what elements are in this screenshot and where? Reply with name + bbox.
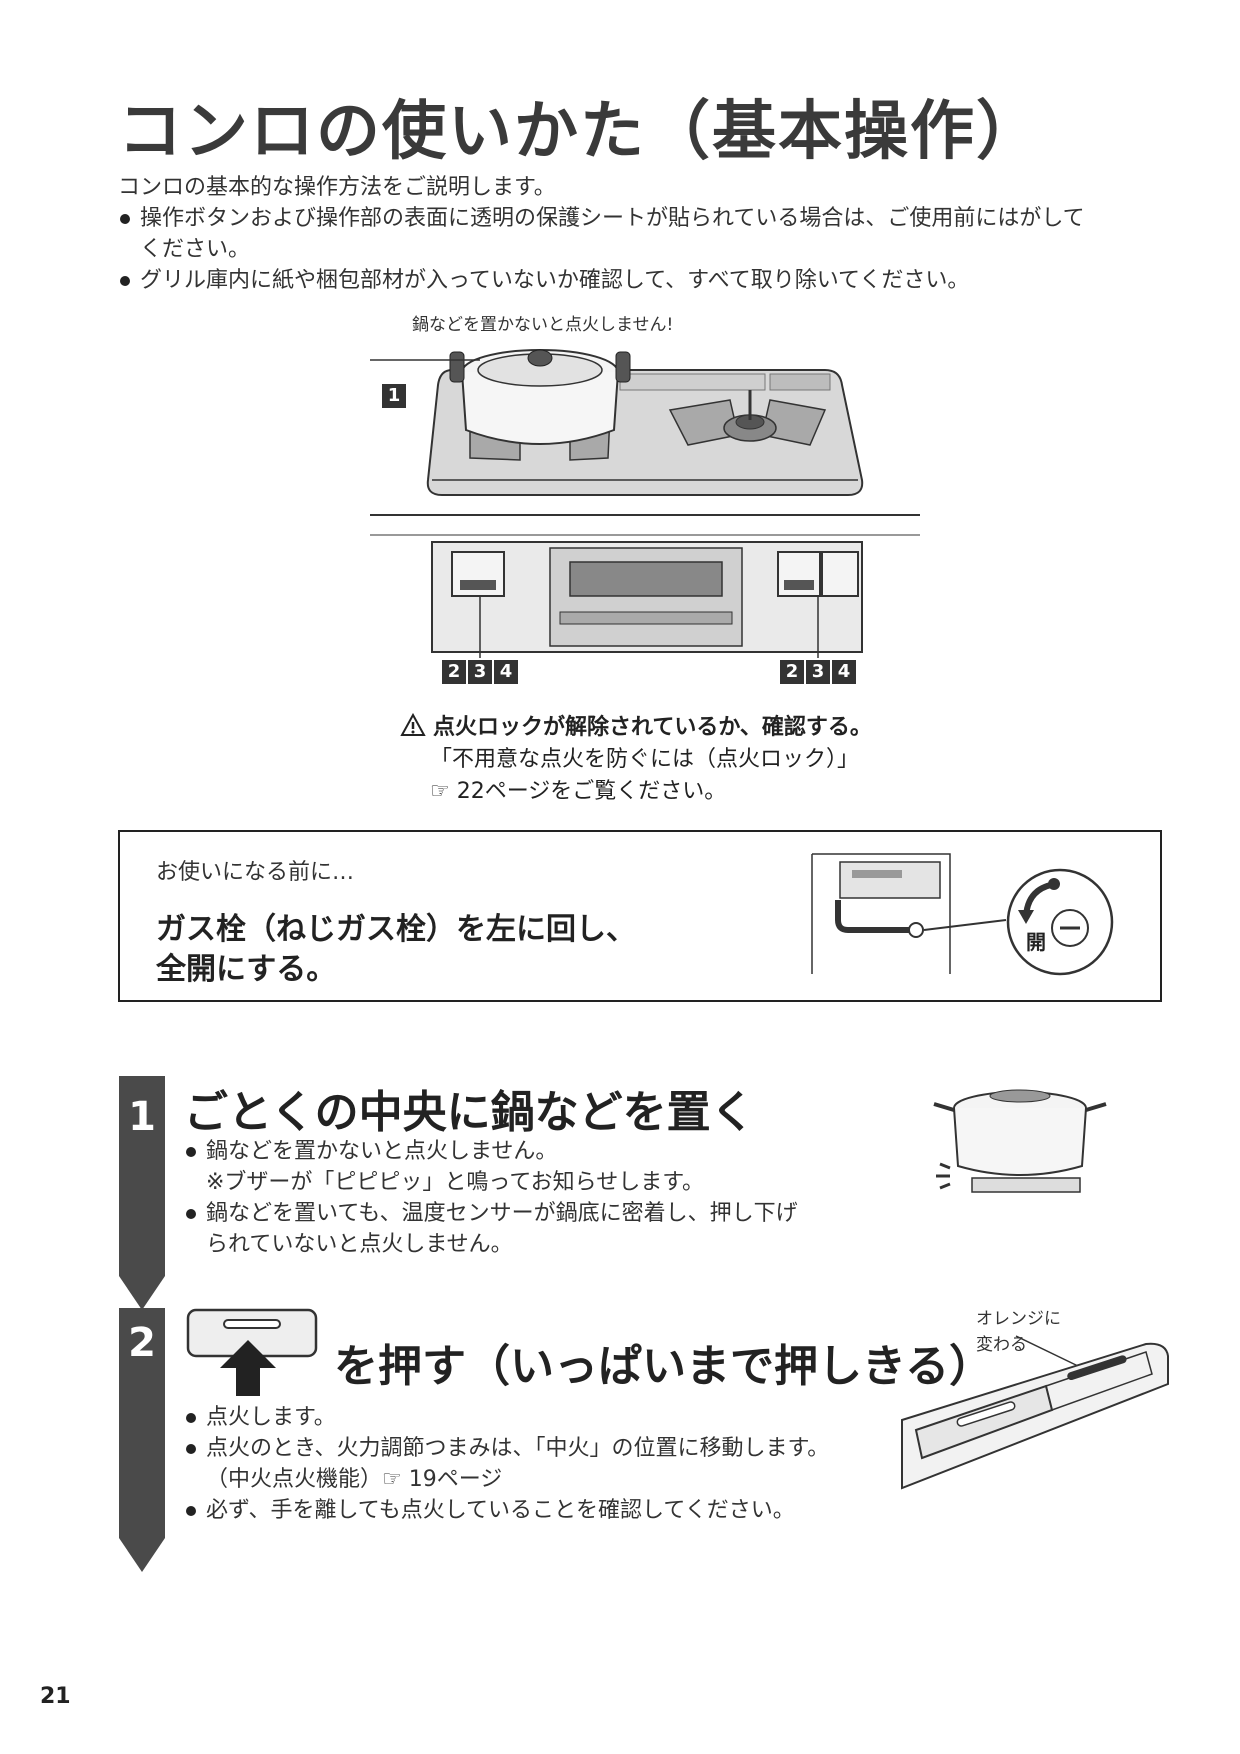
illustration-badge: 4 <box>494 660 518 684</box>
step-2-reference-link[interactable]: （中火点火機能）☞ 19ページ <box>206 1467 503 1492</box>
page-number: 21 <box>40 1684 71 1709</box>
warning-title: 点火ロックが解除されているか、確認する。 <box>433 715 872 740</box>
intro-bullet: グリル庫内に紙や梱包部材が入っていないか確認して、すべて取り除いてください。 <box>118 265 1178 296</box>
warning-title-row: 点火ロックが解除されているか、確認する。 <box>400 712 872 744</box>
intro-section: コンロの基本的な操作方法をご説明します。 操作ボタンおよび操作部の表面に透明の保… <box>118 172 1178 296</box>
step-2-arrow <box>119 1538 165 1572</box>
step-1-body: 鍋などを置かないと点火しません。 ※ブザーが「ピピピッ」と鳴ってお知らせします。… <box>184 1136 798 1260</box>
page-title: コンロの使いかた（基本操作） <box>118 95 1042 169</box>
step-2-bullet: 必ず、手を離しても点火していることを確認してください。 <box>184 1495 829 1526</box>
step-1-bar <box>119 1076 165 1276</box>
step-2-bullet: 点火のとき、火力調節つまみは、「中火」の位置に移動します。 <box>184 1433 829 1464</box>
step-2-bullet: 点火します。 <box>184 1402 829 1433</box>
intro-bullet: 操作ボタンおよび操作部の表面に透明の保護シートが貼られている場合は、ご使用前には… <box>118 203 1178 234</box>
before-use-instruction: ガス栓（ねじガス栓）を左に回し、 全開にする。 <box>156 912 636 987</box>
ignition-button-icon <box>186 1308 318 1396</box>
illustration-badge: 2 <box>442 660 466 684</box>
illustration-badge: 3 <box>468 660 492 684</box>
warning-line: 「不用意な点火を防ぐには（点火ロック）」 <box>430 747 860 772</box>
step-2-heading: を押す（いっぱいまで押しきる） <box>334 1341 994 1392</box>
step-2-bar <box>119 1308 165 1538</box>
open-label: 開 <box>1026 930 1046 954</box>
stove-illustration <box>370 349 920 658</box>
step-2-body: 点火します。 点火のとき、火力調節つまみは、「中火」の位置に移動します。 （中火… <box>184 1402 829 1526</box>
step-2-number: 2 <box>128 1320 156 1366</box>
illustration-badge-1: 1 <box>382 384 406 408</box>
stove-caption: 鍋などを置かないと点火しません! <box>412 315 674 335</box>
step-1-bullet: 鍋などを置いても、温度センサーが鍋底に密着し、押し下げ <box>184 1198 798 1229</box>
callout-orange: オレンジに 変わる <box>976 1309 1061 1355</box>
pot-illustration <box>933 1089 1107 1193</box>
before-use-box: お使いになる前に… ガス栓（ねじガス栓）を左に回し、 全開にする。 開 <box>118 830 1162 1002</box>
step-1-heading: ごとくの中央に鍋などを置く <box>184 1087 755 1138</box>
step-1-number: 1 <box>128 1094 156 1140</box>
illustration-badge: 2 <box>780 660 804 684</box>
step-1-bullet-continuation: られていないと点火しません。 <box>206 1232 513 1257</box>
illustration-badge: 4 <box>832 660 856 684</box>
step-1-bullet: 鍋などを置かないと点火しません。 <box>184 1136 798 1167</box>
illustration-badge: 3 <box>806 660 830 684</box>
before-use-lead: お使いになる前に… <box>156 860 355 885</box>
intro-lead: コンロの基本的な操作方法をご説明します。 <box>118 175 556 200</box>
intro-bullet-continuation: ください。 <box>140 237 251 262</box>
step-1-arrow <box>119 1276 165 1310</box>
warning-reference-link[interactable]: ☞ 22ページをご覧ください。 <box>430 779 727 804</box>
step-1-note: ※ブザーが「ピピピッ」と鳴ってお知らせします。 <box>206 1170 705 1195</box>
warning-triangle-icon <box>400 712 426 736</box>
control-panel-illustration <box>901 1335 1169 1490</box>
gas-valve-illustration <box>811 853 1114 976</box>
warning-block: 点火ロックが解除されているか、確認する。 「不用意な点火を防ぐには（点火ロック）… <box>400 712 872 808</box>
